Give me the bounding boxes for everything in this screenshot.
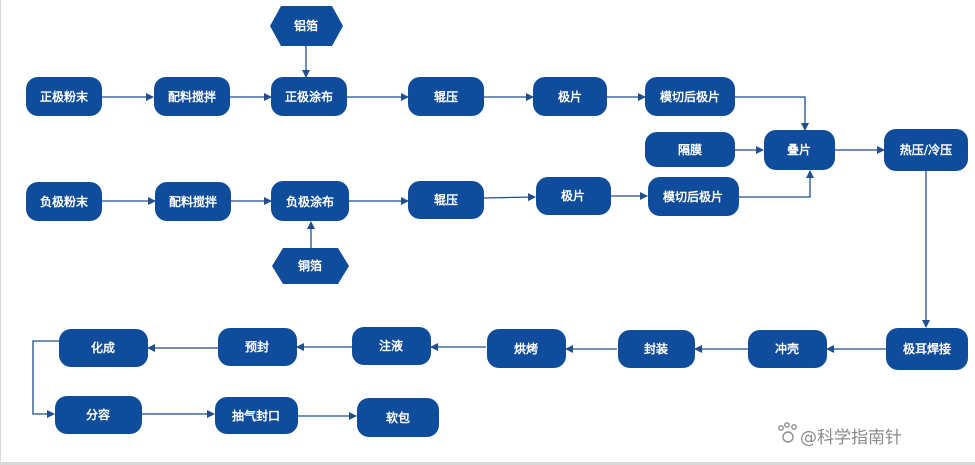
node-label: 隔膜 [678,142,702,157]
node-negative-die-cut-sheet: 模切后极片 [648,177,739,216]
node-positive-powder: 正极粉末 [26,77,102,116]
node-separator: 隔膜 [645,132,735,167]
node-label: 正极涂布 [285,89,333,104]
node-tab-welding: 极耳焊接 [886,328,968,370]
node-positive-die-cut-sheet: 模切后极片 [645,77,735,116]
node-label: 辊压 [434,192,458,207]
node-label: 抽气封口 [232,408,280,423]
arrow-formation-to-grading [32,340,59,418]
node-baking: 烘烤 [487,329,566,368]
node-positive-coating: 正极涂布 [271,77,347,116]
node-positive-mixing: 配料搅拌 [154,77,230,116]
node-shell-punching: 冲壳 [748,330,827,368]
node-label: 配料搅拌 [169,194,217,209]
node-label: 软包 [386,410,410,425]
node-packaging: 封装 [618,330,695,368]
node-soft-pack: 软包 [357,398,439,437]
node-label: 辊压 [434,89,458,104]
node-label: 烘烤 [514,341,538,356]
node-negative-powder: 负极粉末 [26,182,102,221]
node-label: 负极涂布 [286,194,334,209]
paw-logo-icon [778,422,797,443]
node-label: 极片 [558,89,582,104]
node-negative-sheet: 极片 [536,177,611,215]
arrow-neg-die-cut-to-stack [739,170,814,198]
node-label: 模切后极片 [660,89,720,104]
node-negative-rolling: 辊压 [408,181,484,219]
node-electrolyte-injection: 注液 [352,327,431,365]
node-label: 模切后极片 [663,189,723,204]
node-label: 负极粉末 [40,194,89,209]
node-formation: 化成 [59,329,148,367]
node-label: 正极粉末 [40,89,89,104]
node-label: 铝箔 [294,18,318,33]
node-label: 极片 [561,188,585,203]
node-label: 叠片 [787,142,811,157]
watermark-text: @科学指南针 [800,428,902,448]
node-label: 铜箔 [298,258,322,273]
node-positive-rolling: 辊压 [408,77,484,116]
node-label: 冲壳 [775,341,799,356]
node-negative-mixing: 配料搅拌 [155,182,231,221]
arrow-neg-roll-to-sheet [483,193,536,202]
node-label: 分容 [86,407,110,422]
node-label: 极耳焊接 [903,341,951,356]
node-label: 预封 [245,339,269,354]
node-degas-sealing: 抽气封口 [215,397,298,434]
node-label: 化成 [91,340,115,355]
arrow-pos-die-cut-to-stack [735,96,809,131]
node-label: 配料搅拌 [168,89,216,104]
node-negative-coating: 负极涂布 [271,181,349,221]
node-capacity-grading: 分容 [55,396,142,434]
node-label: 封装 [644,341,668,356]
node-stacking: 叠片 [764,130,835,170]
node-label: 热压/冷压 [900,142,952,157]
node-label: 注液 [379,338,403,353]
node-aluminum-foil: 铝箔 [270,6,343,46]
node-copper-foil: 铜箔 [272,248,349,284]
watermark: @科学指南针 [778,422,902,448]
node-positive-sheet: 极片 [533,77,607,116]
node-pre-sealing: 预封 [218,328,297,366]
connectors [32,46,930,420]
node-hot-cold-press: 热压/冷压 [884,129,968,171]
